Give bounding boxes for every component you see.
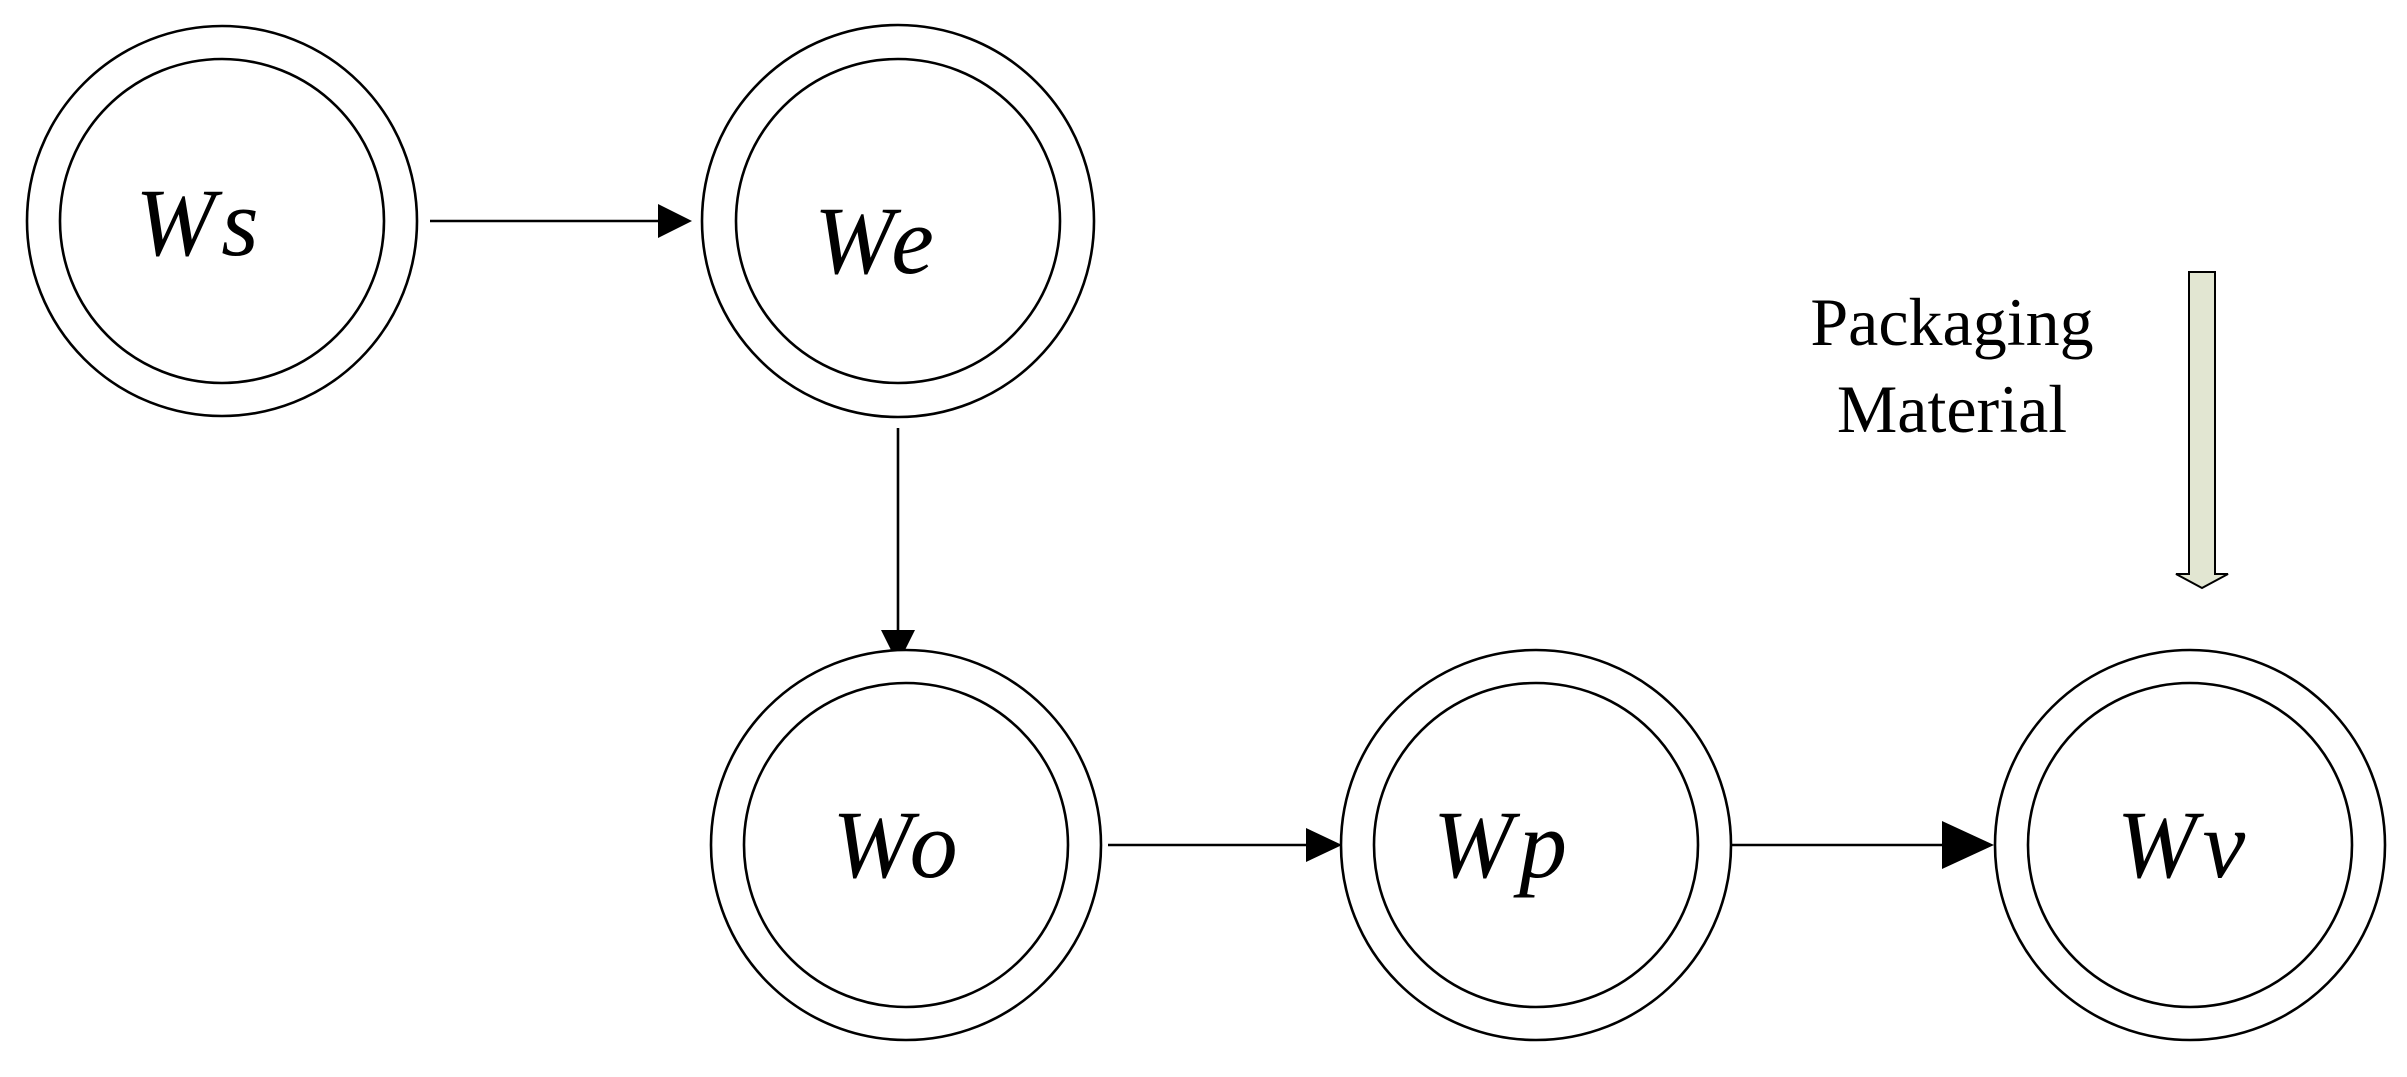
node-wp-label: Wp <box>1433 791 1573 898</box>
edge-ws-we-arrowhead <box>658 204 692 238</box>
node-wv-label: Wv <box>2117 791 2252 898</box>
node-wo: Wo <box>709 648 1103 1042</box>
node-wo-inner-ring <box>742 681 1070 1009</box>
packaging-material-arrow <box>2175 271 2229 590</box>
edge-wo-wp-arrowhead <box>1306 828 1342 862</box>
packaging-material-label-line2: Material <box>1837 371 2067 447</box>
node-wp: Wp <box>1339 648 1733 1042</box>
node-wv: Wv <box>1993 648 2387 1042</box>
edge-we-wo-arrowhead <box>881 630 915 664</box>
node-wo-label: Wo <box>832 791 963 898</box>
edges <box>430 204 1994 869</box>
edge-wp-wv-arrowhead <box>1942 821 1994 869</box>
packaging-material-label-line1: Packaging <box>1810 284 2093 360</box>
node-we-label: We <box>814 187 940 294</box>
node-wv-inner-ring <box>2026 681 2354 1009</box>
node-we-inner-ring <box>734 57 1062 385</box>
node-wp-inner-ring <box>1372 681 1700 1009</box>
node-ws-label: Ws <box>135 169 264 276</box>
node-ws-inner-ring <box>58 57 386 385</box>
node-we: We <box>700 23 1096 419</box>
node-ws: Ws <box>25 24 419 418</box>
packaging-material-input: Packaging Material <box>1810 271 2229 590</box>
